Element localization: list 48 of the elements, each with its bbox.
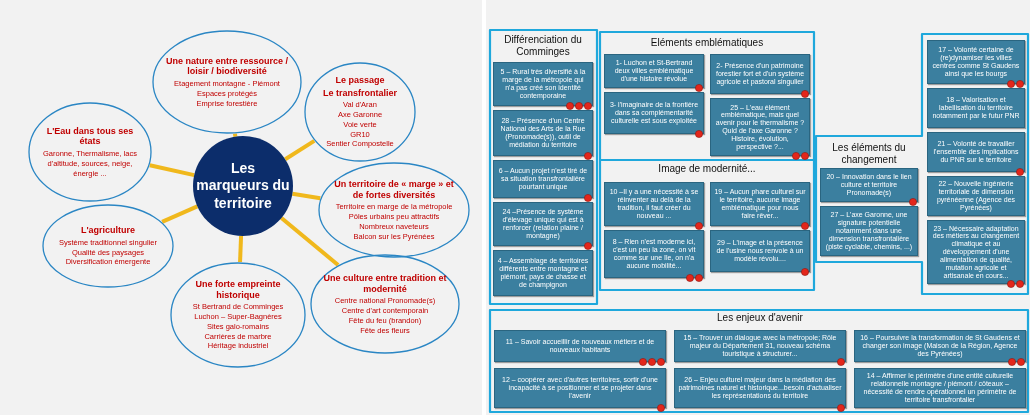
topic-title: Une nature entre ressource / loisir / biodiversité [165, 55, 289, 78]
topic-ellipse [304, 62, 416, 162]
central-title: Les marqueurs du territoire [195, 159, 291, 213]
topic-title: L'Eau dans tous ses états [45, 125, 135, 148]
group-heading: Les enjeux d'avenir [716, 312, 804, 324]
note-card [604, 54, 704, 88]
connector-line [280, 216, 340, 267]
note-card [927, 132, 1025, 172]
topic-ellipse [310, 254, 460, 354]
topic-title: Une forte empreinte historique [194, 278, 282, 301]
note-card [604, 182, 704, 226]
connector-line [238, 235, 244, 263]
note-card [493, 160, 593, 198]
note-card [927, 88, 1025, 128]
topic-title: Une culture entre tradition et modernité [323, 272, 447, 295]
connector-line [161, 204, 199, 224]
topic-title: L'agriculture [80, 224, 136, 236]
note-card [710, 230, 810, 272]
note-card [710, 54, 810, 94]
note-card [927, 176, 1025, 216]
connector-line [284, 139, 316, 161]
note-card [493, 110, 593, 156]
note-card [854, 368, 1026, 408]
connector-line [149, 163, 195, 178]
note-card [927, 40, 1025, 84]
note-card [493, 250, 593, 296]
topic-ellipse [42, 204, 174, 288]
topic-title: Le transfrontalier [323, 87, 397, 99]
topic-ellipse [28, 102, 152, 202]
group-heading: Différenciation du Comminges [503, 34, 583, 57]
note-card [604, 230, 704, 278]
topic-ellipse [170, 262, 306, 368]
topic-ellipse [152, 30, 302, 134]
note-card [674, 368, 846, 408]
group-heading: Les éléments du changement [831, 142, 907, 165]
note-card [604, 92, 704, 134]
topic-ellipse [318, 162, 470, 258]
topic-title: Un territoire de « marge » et de fortes diversités [333, 178, 455, 201]
note-card [493, 62, 593, 106]
group-heading: Image de modernité... [657, 163, 757, 175]
group-heading: Eléments emblématiques [649, 37, 765, 49]
note-card [493, 202, 593, 246]
topic-title: Le passage [335, 74, 385, 86]
connector-line [292, 191, 321, 201]
note-card [710, 182, 810, 226]
note-card [674, 330, 846, 362]
note-card [494, 330, 666, 362]
note-card [494, 368, 666, 408]
